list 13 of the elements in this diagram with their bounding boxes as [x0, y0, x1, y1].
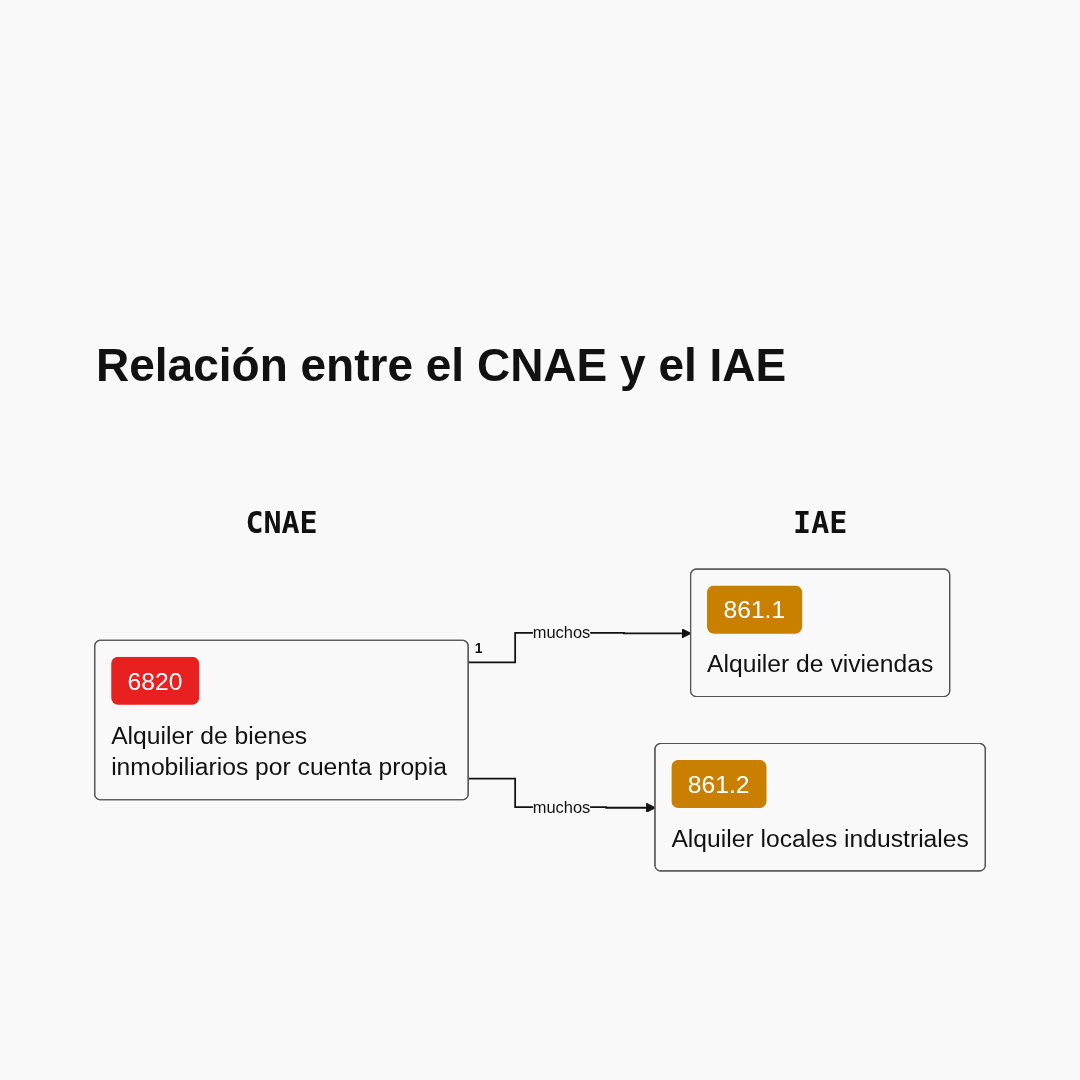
entry-card	[654, 742, 986, 872]
title: Relación entre el CNAE y el IAE	[96, 338, 787, 392]
activity-description: Alquiler locales industriales	[671, 824, 969, 852]
code-tag: 861.2	[671, 759, 766, 809]
code-tag: 6820	[111, 656, 199, 706]
column-heading: CNAE	[245, 505, 318, 542]
column-heading: IAE	[793, 505, 848, 542]
activity-description: Alquiler de bienes inmobiliarios por cuenta propia	[111, 721, 448, 781]
entry-card	[690, 568, 951, 698]
code-tag: 861.1	[707, 585, 802, 634]
entry-card	[94, 639, 469, 801]
cardinality-label: 1	[474, 640, 483, 657]
activity-description: Alquiler de viviendas	[707, 650, 934, 678]
